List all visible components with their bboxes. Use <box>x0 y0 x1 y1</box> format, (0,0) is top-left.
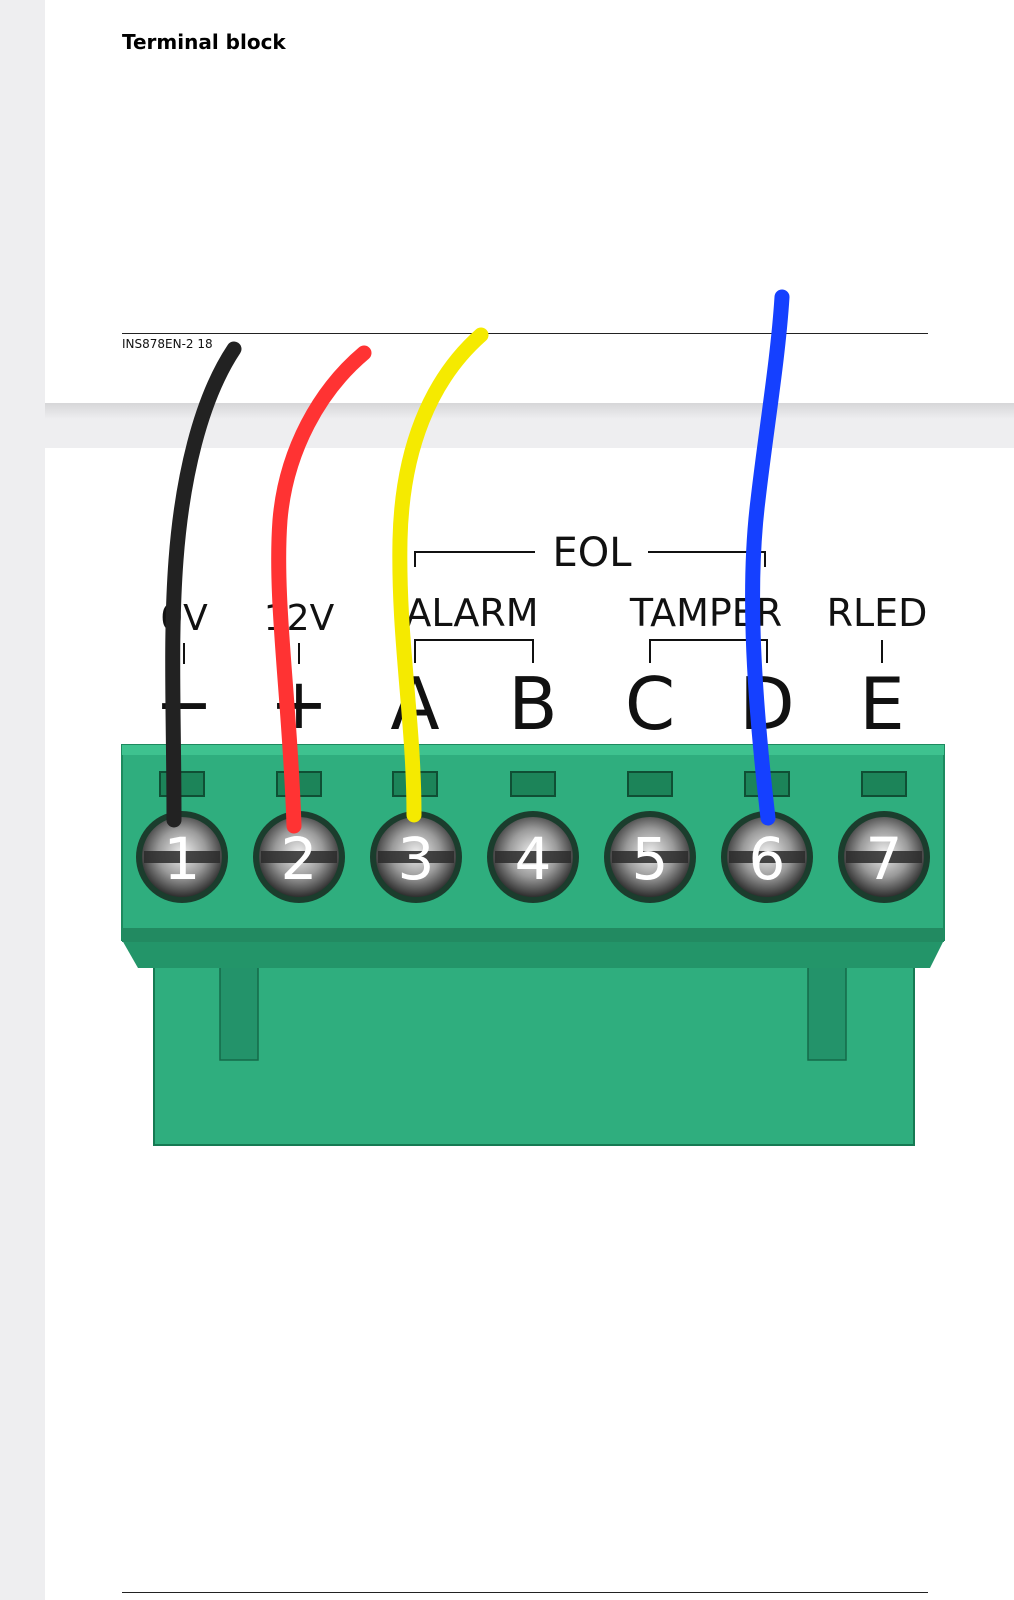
wire-blue <box>745 289 790 826</box>
wire-yellow <box>392 327 489 823</box>
slot-5 <box>627 771 673 797</box>
terminal-number-7: 7 <box>866 825 903 893</box>
terminal-number-3: 3 <box>398 825 435 893</box>
terminal-number-1: 1 <box>164 825 201 893</box>
footer-text: INS878EN-2 18 <box>122 337 213 351</box>
screw-7 <box>838 811 930 903</box>
wire-black <box>165 341 242 828</box>
alarm-bracket <box>414 639 534 663</box>
block-bottom-shadow <box>122 928 944 942</box>
sign-minus: − <box>155 663 214 745</box>
screw-3 <box>370 811 462 903</box>
screw-4 <box>487 811 579 903</box>
slot-7 <box>861 771 907 797</box>
block-right-leg <box>807 954 847 1061</box>
terminal-number-2: 2 <box>281 825 318 893</box>
label-rled: RLED <box>827 591 928 635</box>
document-page-1 <box>45 0 1014 403</box>
terminal-number-4: 4 <box>515 825 552 893</box>
section-heading: Terminal block <box>122 30 286 54</box>
letter-e: E <box>859 662 905 746</box>
footer-rule <box>122 333 928 334</box>
label-alarm: ALARM <box>405 591 538 635</box>
eol-bracket <box>414 551 766 567</box>
screw-6 <box>721 811 813 903</box>
letter-c: C <box>625 662 675 746</box>
terminal-block-body <box>121 744 945 1146</box>
footer-rule-bottom <box>122 1592 928 1593</box>
letter-b: B <box>508 662 557 746</box>
slot-4 <box>510 771 556 797</box>
tamper-bracket <box>649 639 768 663</box>
screw-2 <box>253 811 345 903</box>
wire-red <box>271 345 372 834</box>
terminal-number-6: 6 <box>749 825 786 893</box>
eol-label: EOL <box>552 530 632 576</box>
block-step <box>122 940 944 968</box>
block-lower-body <box>153 951 915 1146</box>
block-top-edge <box>122 745 944 755</box>
screws <box>136 811 930 903</box>
terminal-number-5: 5 <box>632 825 669 893</box>
screw-1 <box>136 811 228 903</box>
block-left-leg <box>219 954 259 1061</box>
screw-5 <box>604 811 696 903</box>
